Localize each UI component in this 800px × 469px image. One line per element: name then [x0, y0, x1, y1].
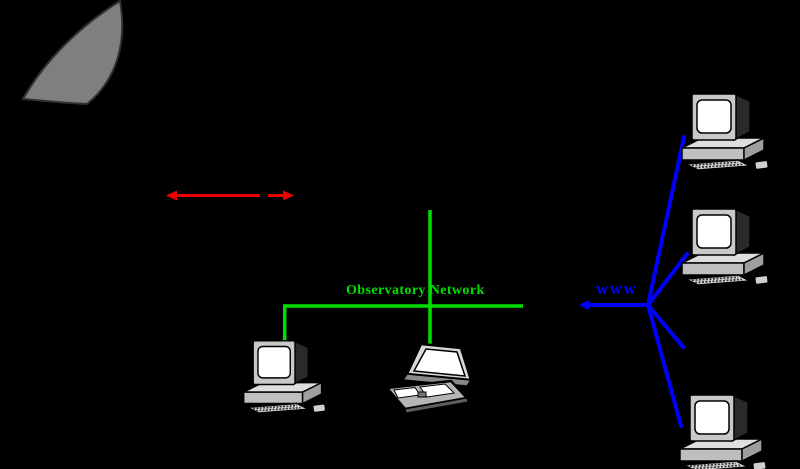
laptop-computer-icon	[385, 342, 473, 415]
desktop-computer-icon-remote-bottom	[679, 394, 768, 469]
desktop-computer-icon-observatory	[242, 339, 327, 414]
radio-dish-icon	[21, 0, 124, 106]
observatory-lan-lines	[282, 210, 523, 345]
internet-star-lines	[579, 135, 689, 428]
wireless-link-arrow	[166, 190, 294, 201]
www-label: www	[596, 279, 638, 298]
desktop-computer-icon-remote-top	[681, 93, 770, 171]
desktop-computer-icon-remote-middle	[681, 208, 770, 286]
observatory-network-label: Observatory Network	[346, 283, 485, 298]
